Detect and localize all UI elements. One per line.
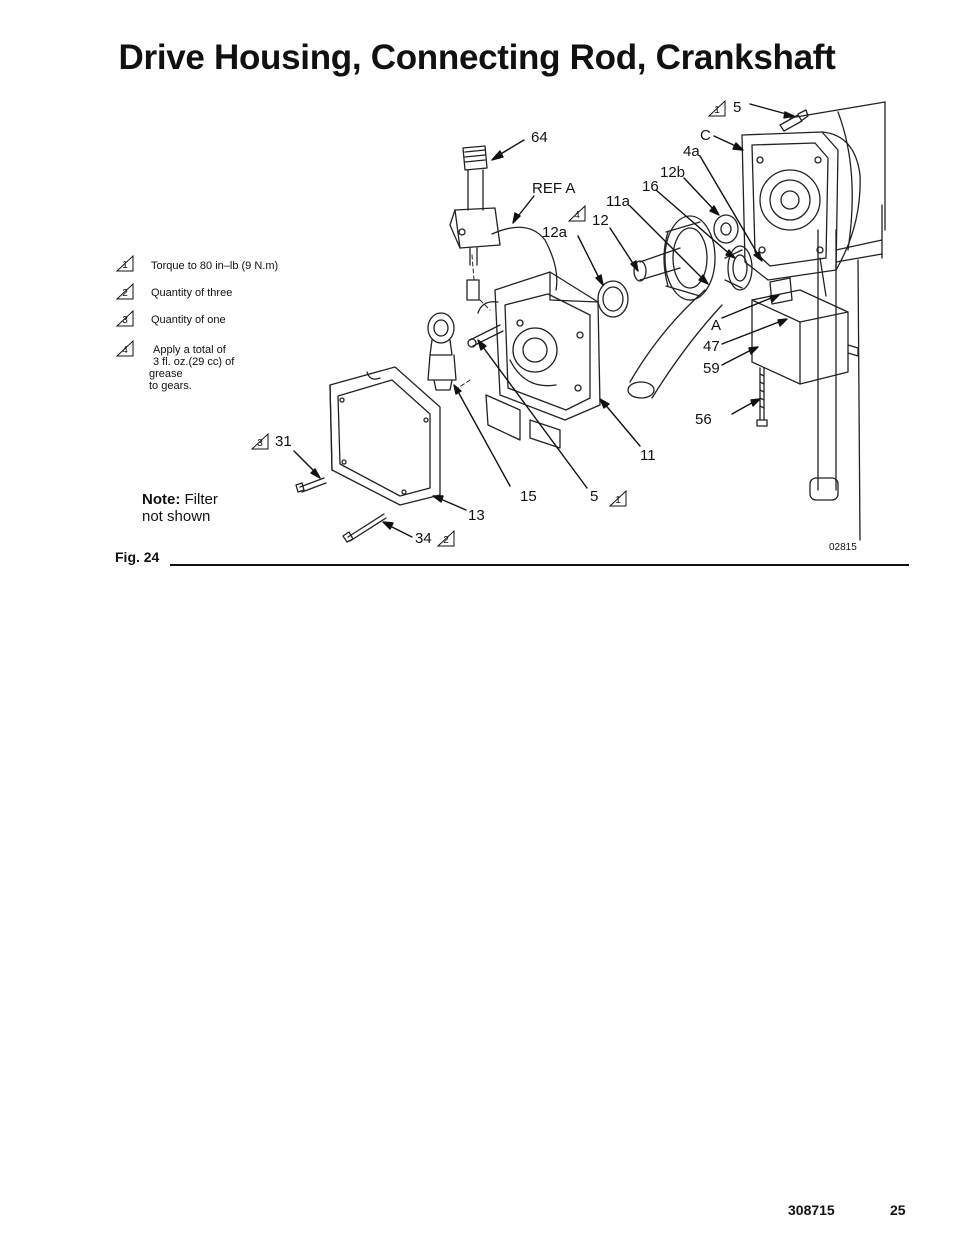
callout-12b: 12b	[660, 164, 686, 181]
legend-text-4-line-2: 3 fl. oz.(29 cc) of	[153, 356, 235, 368]
callout-12a: 12a	[542, 224, 568, 241]
legend-text-3: Quantity of one	[151, 314, 226, 326]
legend-text-4-line-1: Apply a total of	[153, 344, 226, 356]
callout-16: 16	[642, 178, 659, 195]
callout-13: 13	[468, 507, 485, 524]
callout-12: 12	[592, 212, 609, 229]
legend-mark-2: 2	[115, 283, 135, 300]
callout-a: A	[711, 317, 722, 334]
legend-text-1: Torque to 80 in–lb (9 N.m)	[151, 260, 279, 272]
screw-56-illustration	[756, 367, 768, 427]
wire-illustration	[477, 226, 558, 314]
callout-64: 64	[531, 129, 548, 146]
legend-mark-3: 3	[115, 310, 135, 327]
cover-illustration	[329, 366, 441, 506]
legend-mark-1: 1	[115, 255, 135, 272]
callout-31: 31	[275, 433, 292, 450]
legend-text-4-line-3: grease	[149, 368, 183, 380]
screw-34-illustration	[342, 513, 387, 543]
screw-5-top-illustration	[779, 109, 809, 132]
callout-11a: 11a	[606, 193, 630, 210]
callout-c: C	[700, 127, 711, 144]
callout-56: 56	[695, 411, 712, 428]
callout-47: 47	[703, 338, 720, 355]
motor-housing-illustration	[741, 101, 886, 281]
figure-caption: Fig. 24	[115, 549, 160, 565]
gears-illustration	[597, 214, 753, 318]
assembly-drawing	[293, 101, 886, 543]
callout-5-bottom-mark: 1	[608, 490, 628, 507]
pressure-control-illustration	[449, 145, 501, 301]
callout-15: 15	[520, 488, 537, 505]
callout-5-bottom: 5	[590, 488, 599, 505]
exploded-parts-diagram: 1 Torque to 80 in–lb (9 N.m) 2 Quantity …	[0, 0, 954, 580]
callout-5-top: 5	[733, 99, 742, 116]
callout-34-mark: 2	[436, 530, 456, 547]
page-title: Drive Housing, Connecting Rod, Crankshaf…	[118, 38, 836, 77]
legend-text-4-line-4: to gears.	[149, 380, 192, 392]
drive-housing-illustration	[485, 271, 601, 449]
callout-ref-a: REF A	[532, 180, 576, 197]
legend-mark-4: 4	[115, 340, 135, 357]
document-number: 308715	[788, 1202, 835, 1218]
control-box-illustration	[751, 257, 859, 385]
screw-31-illustration	[295, 477, 327, 493]
filter-note: Note: Filter not shown	[142, 491, 218, 525]
drawing-number: 02815	[829, 542, 857, 553]
connecting-rod-illustration	[627, 289, 723, 399]
screw-5-bottom-illustration	[467, 324, 504, 348]
callout-31-mark: 3	[250, 433, 270, 450]
callout-12-mark: 4	[567, 205, 587, 222]
callout-4a: 4a	[683, 143, 700, 160]
callout-34: 34	[415, 530, 432, 547]
legend-text-2: Quantity of three	[151, 287, 233, 299]
crank-rod-illustration	[427, 312, 457, 391]
note-text-line-1: Filter	[180, 491, 218, 508]
figure-rule	[170, 564, 909, 566]
callout-5-top-mark: 1	[707, 100, 727, 117]
callout-11: 11	[640, 447, 656, 464]
page-number: 25	[890, 1202, 906, 1218]
frame-legs-illustration	[809, 204, 883, 541]
note-text-line-2: not shown	[142, 508, 211, 525]
callout-59: 59	[703, 360, 720, 377]
note-label: Note:	[142, 491, 181, 508]
